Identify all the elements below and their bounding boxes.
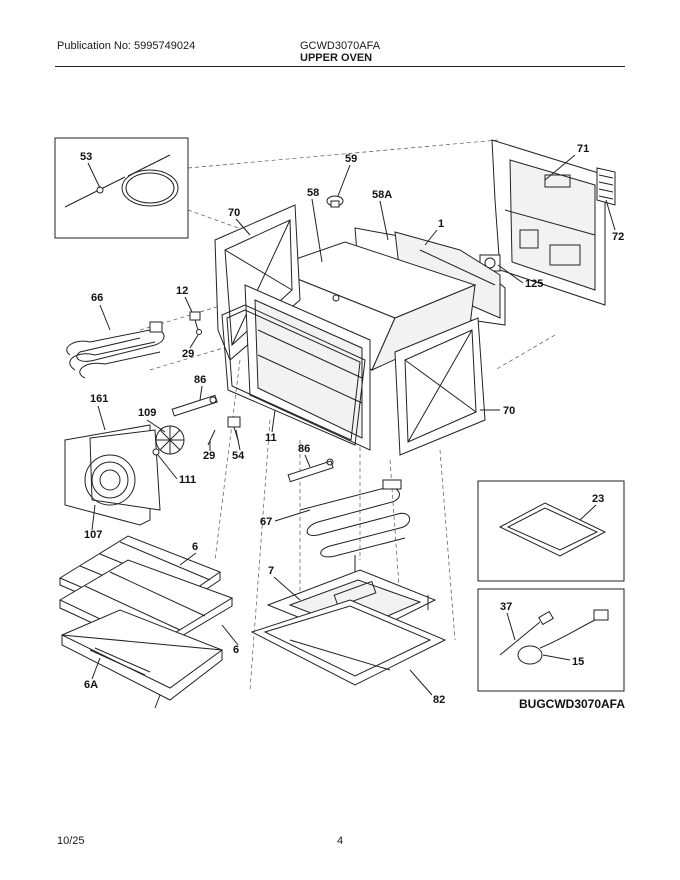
callout-125: 125 (525, 278, 543, 290)
callout-70-right: 70 (503, 405, 515, 417)
oven-cavity (244, 284, 371, 451)
oven-bottom-frame (250, 599, 447, 686)
callout-161: 161 (90, 393, 108, 405)
left-side-panel (214, 204, 301, 361)
sensor-12 (189, 311, 202, 335)
sensor-inset-box (477, 588, 625, 692)
rear-panel (491, 139, 606, 306)
guide-lines (139, 139, 556, 691)
callout-6a: 6A (84, 679, 98, 691)
sliding-rack (60, 609, 224, 709)
callout-66: 66 (91, 292, 103, 304)
leader-lines (87, 154, 616, 696)
callout-1: 1 (438, 218, 444, 230)
diagram-code: BUGCWD3070AFA (519, 697, 625, 711)
door-gasket (221, 304, 366, 446)
callout-12: 12 (176, 285, 188, 297)
callout-109: 109 (138, 407, 156, 419)
element-bracket-lower (287, 458, 334, 483)
tray-inset-box (477, 480, 625, 582)
callout-23: 23 (592, 493, 604, 505)
callout-29-lower: 29 (203, 450, 215, 462)
callout-107: 107 (84, 529, 102, 541)
callout-15: 15 (572, 656, 584, 668)
knob-59 (326, 195, 344, 208)
page-number: 4 (337, 835, 344, 847)
bake-element (299, 479, 410, 558)
convection-fan (155, 425, 185, 455)
sensor-54 (207, 416, 241, 446)
callout-7: 7 (268, 565, 274, 577)
section-title: UPPER OVEN (300, 52, 373, 64)
header-rule (55, 66, 625, 67)
callout-59: 59 (345, 153, 357, 165)
publication-number: Publication No: 5995749024 (57, 40, 196, 52)
callout-54: 54 (232, 450, 245, 462)
callout-29-upper: 29 (182, 348, 194, 360)
callout-58a: 58A (372, 189, 392, 201)
callout-11: 11 (265, 432, 277, 444)
callout-6-lower: 6 (233, 644, 239, 656)
callout-53: 53 (80, 151, 92, 163)
callout-111: 111 (179, 474, 196, 486)
callout-58: 58 (307, 187, 319, 199)
callout-71: 71 (577, 143, 589, 155)
callout-86-upper: 86 (194, 374, 206, 386)
callout-37: 37 (500, 601, 512, 613)
callout-86-lower: 86 (298, 443, 310, 455)
callout-labels: 53 59 58 58A 1 71 72 70 125 66 12 29 86 … (80, 143, 625, 711)
broil-element (66, 321, 165, 379)
element-bracket-upper (171, 394, 218, 417)
callout-82: 82 (433, 694, 445, 706)
callout-70-left: 70 (228, 207, 240, 219)
fan-shroud (64, 424, 161, 526)
model-number: GCWD3070AFA (300, 40, 381, 52)
callout-6-upper: 6 (192, 541, 198, 553)
probe-inset-box (54, 137, 189, 239)
callout-72: 72 (612, 231, 624, 243)
footer-date: 10/25 (57, 835, 85, 847)
right-side-panel (394, 317, 486, 456)
callout-67: 67 (260, 516, 272, 528)
vent-grille (596, 167, 616, 206)
